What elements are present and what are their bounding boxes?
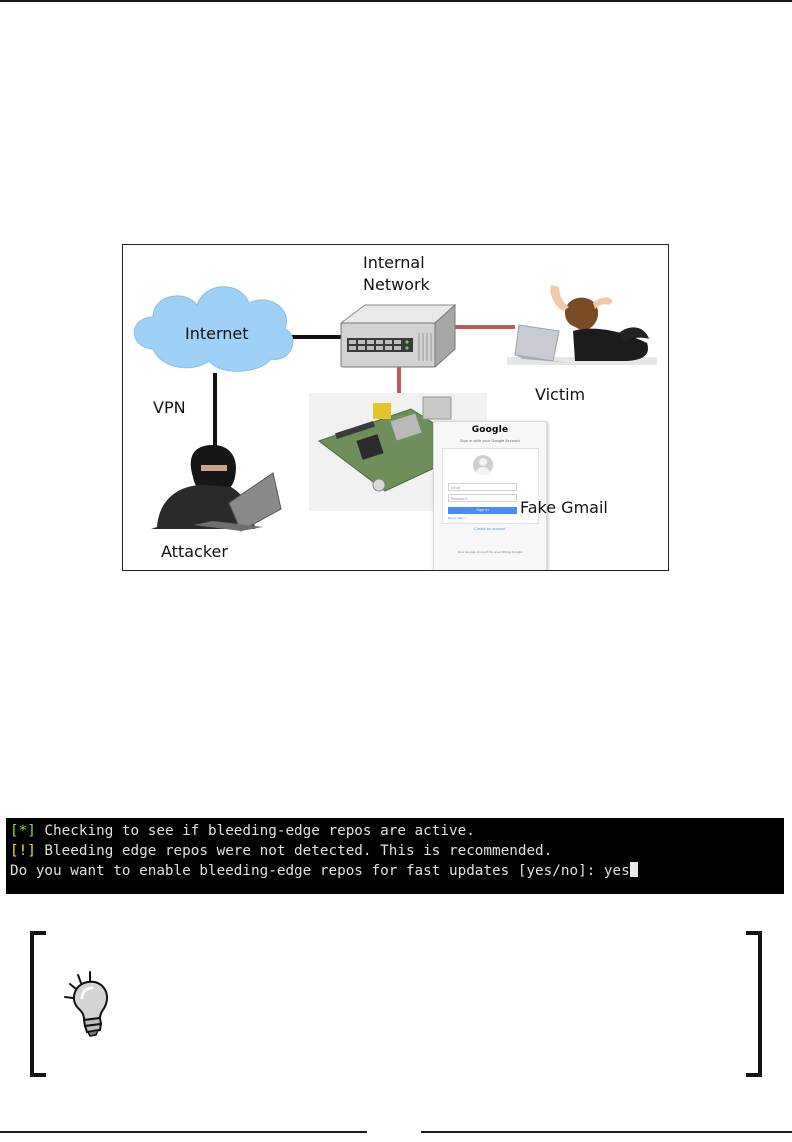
create-account-link: Create an account: [474, 527, 506, 531]
lightbulb-icon: [64, 971, 108, 1037]
terminal-text: Bleeding edge repos were not detected. T…: [35, 843, 553, 859]
email-field: Email: [448, 483, 517, 491]
footer-rule-left: [0, 1131, 367, 1133]
tip-bracket-right: [746, 931, 762, 1077]
terminal-line: [!] Bleeding edge repos were not detecte…: [6, 841, 784, 861]
footer-rule-right: [421, 1131, 792, 1133]
avatar: [473, 455, 493, 475]
terminal-line: [*] Checking to see if bleeding-edge rep…: [6, 821, 784, 841]
terminal-prompt-line[interactable]: Do you want to enable bleeding-edge repo…: [6, 861, 784, 881]
internet-label: Internet: [185, 324, 249, 343]
frustrated-woman-figure: [507, 285, 657, 365]
router-icon: [339, 303, 457, 369]
gmail-footer: One Google Account for everything Google: [457, 550, 523, 554]
sign-in-button: Sign in: [448, 507, 517, 514]
tip-bracket-left: [30, 931, 46, 1077]
top-rule: [0, 0, 792, 2]
cloud-icon: [133, 286, 294, 372]
victim-label: Victim: [535, 385, 586, 404]
status-tag: [*]: [10, 823, 36, 839]
fake-gmail-label: Fake Gmail: [520, 498, 608, 517]
terminal-text: Checking to see if bleeding-edge repos a…: [35, 823, 475, 839]
terminal-output: [*] Checking to see if bleeding-edge rep…: [6, 818, 784, 894]
help-link: Need help?: [448, 516, 465, 520]
terminal-prompt: Do you want to enable bleeding-edge repo…: [10, 863, 630, 879]
gmail-form: Email Password Sign in Need help?: [442, 448, 539, 524]
vpn-label: VPN: [153, 398, 186, 417]
google-logo: Google: [471, 425, 509, 435]
hacker-figure: [151, 445, 282, 532]
password-field: Password: [448, 494, 517, 502]
warning-tag: [!]: [10, 843, 36, 859]
attacker-label: Attacker: [161, 542, 228, 561]
fake-gmail-login: Google Sign in with your Google Account …: [433, 421, 547, 570]
gmail-subtitle: Sign in with your Google Account: [460, 439, 520, 443]
terminal-cursor: [629, 862, 638, 877]
network-diagram: Google Sign in with your Google Account …: [122, 244, 669, 571]
internal-network-label: Internal Network: [363, 253, 430, 294]
